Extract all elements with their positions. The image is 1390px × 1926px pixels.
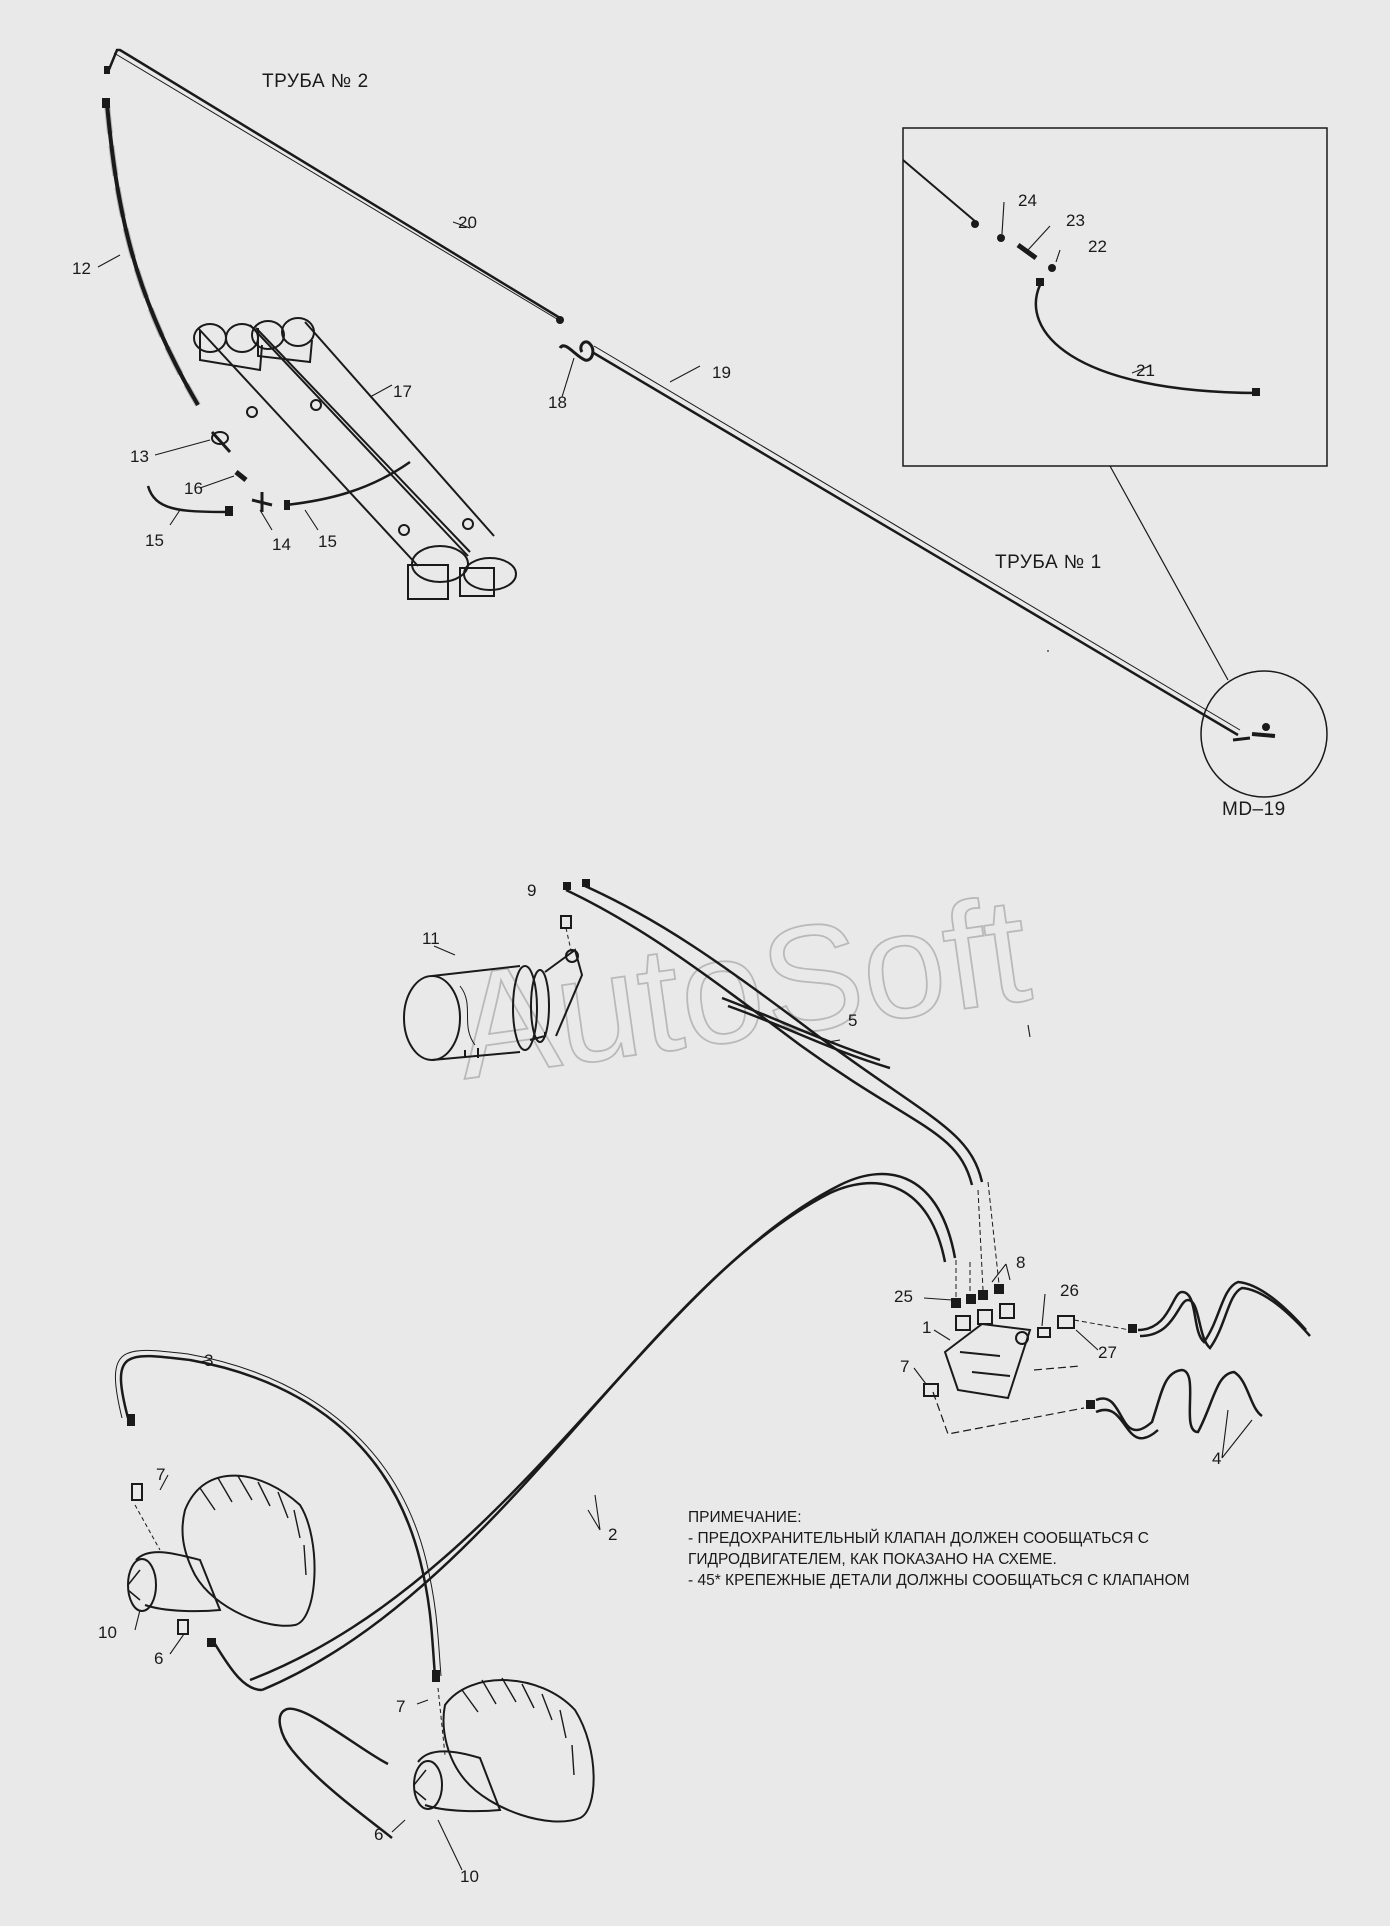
callout-4: 4 [1212, 1449, 1221, 1468]
fitting-9 [560, 915, 573, 956]
hose-15-left [146, 485, 233, 516]
callout-3: 3 [204, 1351, 213, 1370]
detail-box [902, 127, 1328, 681]
callout-6-right: 6 [374, 1825, 383, 1844]
note-line-1: - ПРЕДОХРАНИТЕЛЬНЫЙ КЛАПАН ДОЛЖЕН СООБЩА… [688, 1529, 1149, 1547]
wheel-left [127, 1474, 316, 1635]
auger-assembly-17 [193, 317, 517, 600]
pipe-19 [591, 345, 1241, 737]
callout-11: 11 [422, 929, 440, 948]
callout-25: 25 [894, 1287, 913, 1306]
callout-5: 5 [848, 1011, 857, 1030]
fittings-26-27 [1037, 1315, 1131, 1338]
control-valve-1 [943, 1303, 1032, 1400]
hose-15-right [284, 460, 411, 510]
fitting-7-valve [923, 1383, 939, 1397]
callout-14: 14 [272, 535, 291, 554]
callout-8: 8 [1016, 1253, 1025, 1272]
heading-pipe-1: ТРУБА № 1 [995, 552, 1102, 573]
callout-18: 18 [548, 393, 567, 412]
hoses-5 [563, 879, 984, 1186]
callout-22: 22 [1088, 237, 1107, 256]
callout-13: 13 [130, 447, 149, 466]
hose-12 [102, 98, 201, 407]
callout-16: 16 [184, 479, 203, 498]
pipe-20 [104, 48, 564, 324]
callout-24: 24 [1018, 191, 1037, 210]
tee-fitting-14 [251, 492, 273, 512]
hoses-2 [207, 1172, 957, 1839]
heading-pipe-2: ТРУБА № 2 [262, 71, 369, 92]
dashed-connection [932, 1365, 1085, 1435]
callout-7-right-wheel: 7 [396, 1697, 405, 1716]
hose-3 [114, 1349, 442, 1682]
callout-17: 17 [393, 382, 412, 401]
callout-19: 19 [712, 363, 731, 382]
callout-23: 23 [1066, 211, 1085, 230]
callout-20: 20 [458, 213, 477, 232]
callout-10-right: 10 [460, 1867, 479, 1886]
callout-6-left: 6 [154, 1649, 163, 1668]
callout-12: 12 [72, 259, 91, 278]
hoses-4 [1086, 1280, 1311, 1440]
callout-15-right: 15 [318, 532, 337, 551]
elbow-18 [558, 340, 595, 362]
callout-10-left: 10 [98, 1623, 117, 1642]
winch-motor-11 [403, 948, 584, 1061]
fitting-16 [234, 470, 248, 482]
fittings-25-8 [951, 1181, 1004, 1308]
callout-27: 27 [1098, 1343, 1117, 1362]
assembly-note: ПРИМЕЧАНИЕ: - ПРЕДОХРАНИТЕЛЬНЫЙ КЛАПАН Д… [688, 1509, 1190, 1589]
callout-21: 21 [1136, 361, 1155, 380]
wheel-right [413, 1677, 595, 1823]
callout-7-valve: 7 [900, 1357, 909, 1376]
leader-lines [97, 201, 1253, 1871]
callout-9: 9 [527, 881, 536, 900]
detail-circle [1200, 670, 1328, 798]
callout-2: 2 [608, 1525, 617, 1544]
note-line-2: ГИДРОДВИГАТЕЛЕМ, КАК ПОКАЗАНО НА СХЕМЕ. [688, 1551, 1057, 1568]
callout-1: 1 [922, 1318, 931, 1337]
watermark: AutoSoft [445, 864, 1038, 1110]
note-line-3: - 45* КРЕПЕЖНЫЕ ДЕТАЛИ ДОЛЖНЫ СООБЩАТЬСЯ… [688, 1572, 1190, 1589]
callout-7-left-wheel: 7 [156, 1465, 165, 1484]
note-title: ПРИМЕЧАНИЕ: [688, 1509, 802, 1526]
detail-reference-label: MD–19 [1222, 799, 1286, 820]
callout-15-left: 15 [145, 531, 164, 550]
callout-26: 26 [1060, 1281, 1079, 1300]
fitting-13 [210, 430, 232, 454]
